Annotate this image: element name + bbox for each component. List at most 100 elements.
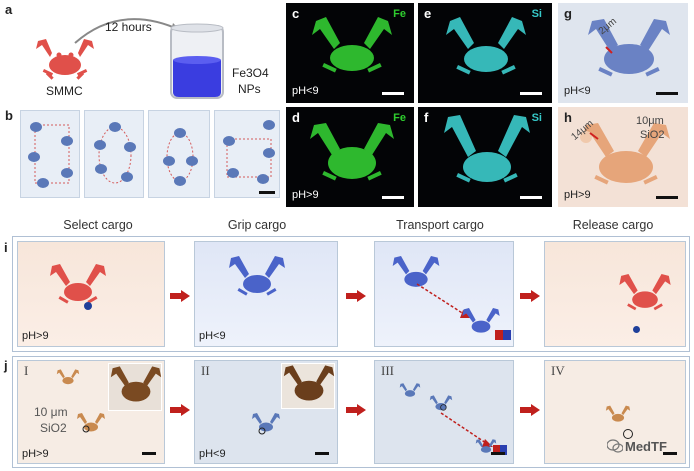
panel-d: d Fe pH>9 — [286, 107, 414, 207]
row-j-frame — [12, 356, 690, 468]
crab-sem-image — [588, 19, 670, 77]
material-label: SiO2 — [40, 421, 67, 435]
step-title-select: Select cargo — [63, 218, 133, 232]
watermark-text: MedTF — [625, 439, 667, 454]
crab-icon — [229, 256, 285, 296]
scale-bar — [520, 196, 542, 199]
scale-bar — [656, 92, 678, 95]
crab-icon — [392, 256, 440, 287]
ph-label: pH>9 — [564, 189, 591, 201]
scale-bar — [382, 196, 404, 199]
panel-b-label: b — [5, 108, 13, 123]
scale-bar — [491, 452, 505, 455]
crab-fe-map — [310, 123, 394, 181]
assembly-image-1 — [20, 110, 80, 198]
cargo-sphere — [633, 326, 640, 333]
panel-e-label: e — [424, 6, 432, 21]
scale-bar — [520, 92, 542, 95]
beaker-icon — [170, 23, 224, 99]
time-label: 12 hours — [105, 20, 152, 34]
step-arrow-icon — [520, 404, 540, 416]
step-title-release: Release cargo — [572, 218, 654, 232]
step-j-4: IV MedTF — [544, 360, 686, 464]
panel-e: e Si — [418, 3, 552, 103]
crab-fe-map — [312, 17, 392, 73]
crab-si-map — [444, 115, 530, 183]
crab-icon — [462, 308, 500, 333]
scale-bar — [663, 452, 677, 455]
ph-label: pH>9 — [22, 448, 49, 460]
crab-micrograph — [429, 395, 453, 411]
cargo-circle — [623, 429, 633, 439]
scale-bar — [142, 452, 156, 455]
ph-label: pH<9 — [564, 85, 591, 97]
np-label-1: Fe3O4 — [232, 66, 269, 80]
panel-c-label: c — [292, 6, 300, 21]
size-label: 10 μm — [34, 405, 68, 419]
assembly-image-3 — [148, 110, 210, 198]
crab-icon — [36, 39, 94, 80]
panel-h-label: h — [564, 110, 572, 125]
np-label-2: NPs — [238, 82, 261, 96]
panel-h: h 14μm 10μm SiO2 pH>9 — [558, 107, 688, 207]
element-label: Fe — [393, 112, 406, 124]
step-i-1: pH>9 — [17, 241, 165, 347]
assembly-image-2 — [84, 110, 144, 198]
panel-a: a 12 hours SMMC Fe3O4 NPs — [0, 0, 280, 105]
step-arrow-icon — [346, 404, 366, 416]
crab-micrograph — [77, 413, 105, 433]
ph-label: pH<9 — [199, 448, 226, 460]
step-i-3 — [374, 241, 514, 347]
step-number: IV — [551, 363, 565, 378]
panel-i-label: i — [4, 240, 8, 255]
step-arrow-icon — [170, 404, 190, 416]
scale-bar — [382, 92, 404, 95]
crab-micrograph — [475, 439, 497, 453]
step-j-2: II pH<9 — [194, 360, 338, 464]
ph-label: pH>9 — [22, 330, 49, 342]
panel-f-label: f — [424, 110, 429, 125]
crab-icon — [50, 264, 106, 304]
panel-g: g 2μm pH<9 — [558, 3, 688, 103]
crab-micrograph — [605, 405, 631, 422]
magnet-icon — [495, 330, 511, 340]
panel-f: f Si — [418, 107, 552, 207]
scale-bar — [656, 196, 678, 199]
material-label: SiO2 — [640, 129, 665, 141]
step-title-transport: Transport cargo — [396, 218, 484, 232]
scale-bar — [259, 191, 275, 194]
crab-micrograph — [252, 413, 280, 435]
ph-label: pH<9 — [199, 330, 226, 342]
panel-a-label: a — [5, 2, 13, 17]
crab-sem-image — [580, 123, 670, 185]
panel-g-label: g — [564, 6, 572, 21]
crab-micrograph — [56, 369, 80, 385]
row-i-frame — [12, 236, 690, 352]
step-title-grip: Grip cargo — [227, 218, 287, 232]
ph-label: pH<9 — [292, 85, 319, 97]
wechat-icon — [607, 439, 623, 453]
assembly-image-4 — [214, 110, 280, 198]
magnet-icon — [493, 445, 507, 455]
panel-d-label: d — [292, 110, 300, 125]
inset-micrograph — [281, 363, 335, 409]
step-i-4 — [544, 241, 686, 347]
panel-j-label: j — [4, 358, 8, 373]
element-label: Fe — [393, 8, 406, 20]
size-label-2: 10μm — [636, 115, 664, 127]
crab-icon — [619, 274, 671, 311]
step-number: III — [381, 363, 394, 378]
element-label: Si — [531, 8, 542, 20]
step-arrow-icon — [520, 290, 540, 302]
step-number: II — [201, 363, 210, 378]
step-arrow-icon — [170, 290, 190, 302]
element-label: Si — [531, 112, 542, 124]
step-arrow-icon — [346, 290, 366, 302]
step-i-2: pH<9 — [194, 241, 338, 347]
step-j-1: I 10 μm SiO2 pH>9 — [17, 360, 165, 464]
panel-c: c Fe pH<9 — [286, 3, 414, 103]
ph-label: pH>9 — [292, 189, 319, 201]
crab-si-map — [446, 17, 526, 75]
step-number: I — [24, 363, 29, 378]
scale-bar — [315, 452, 329, 455]
